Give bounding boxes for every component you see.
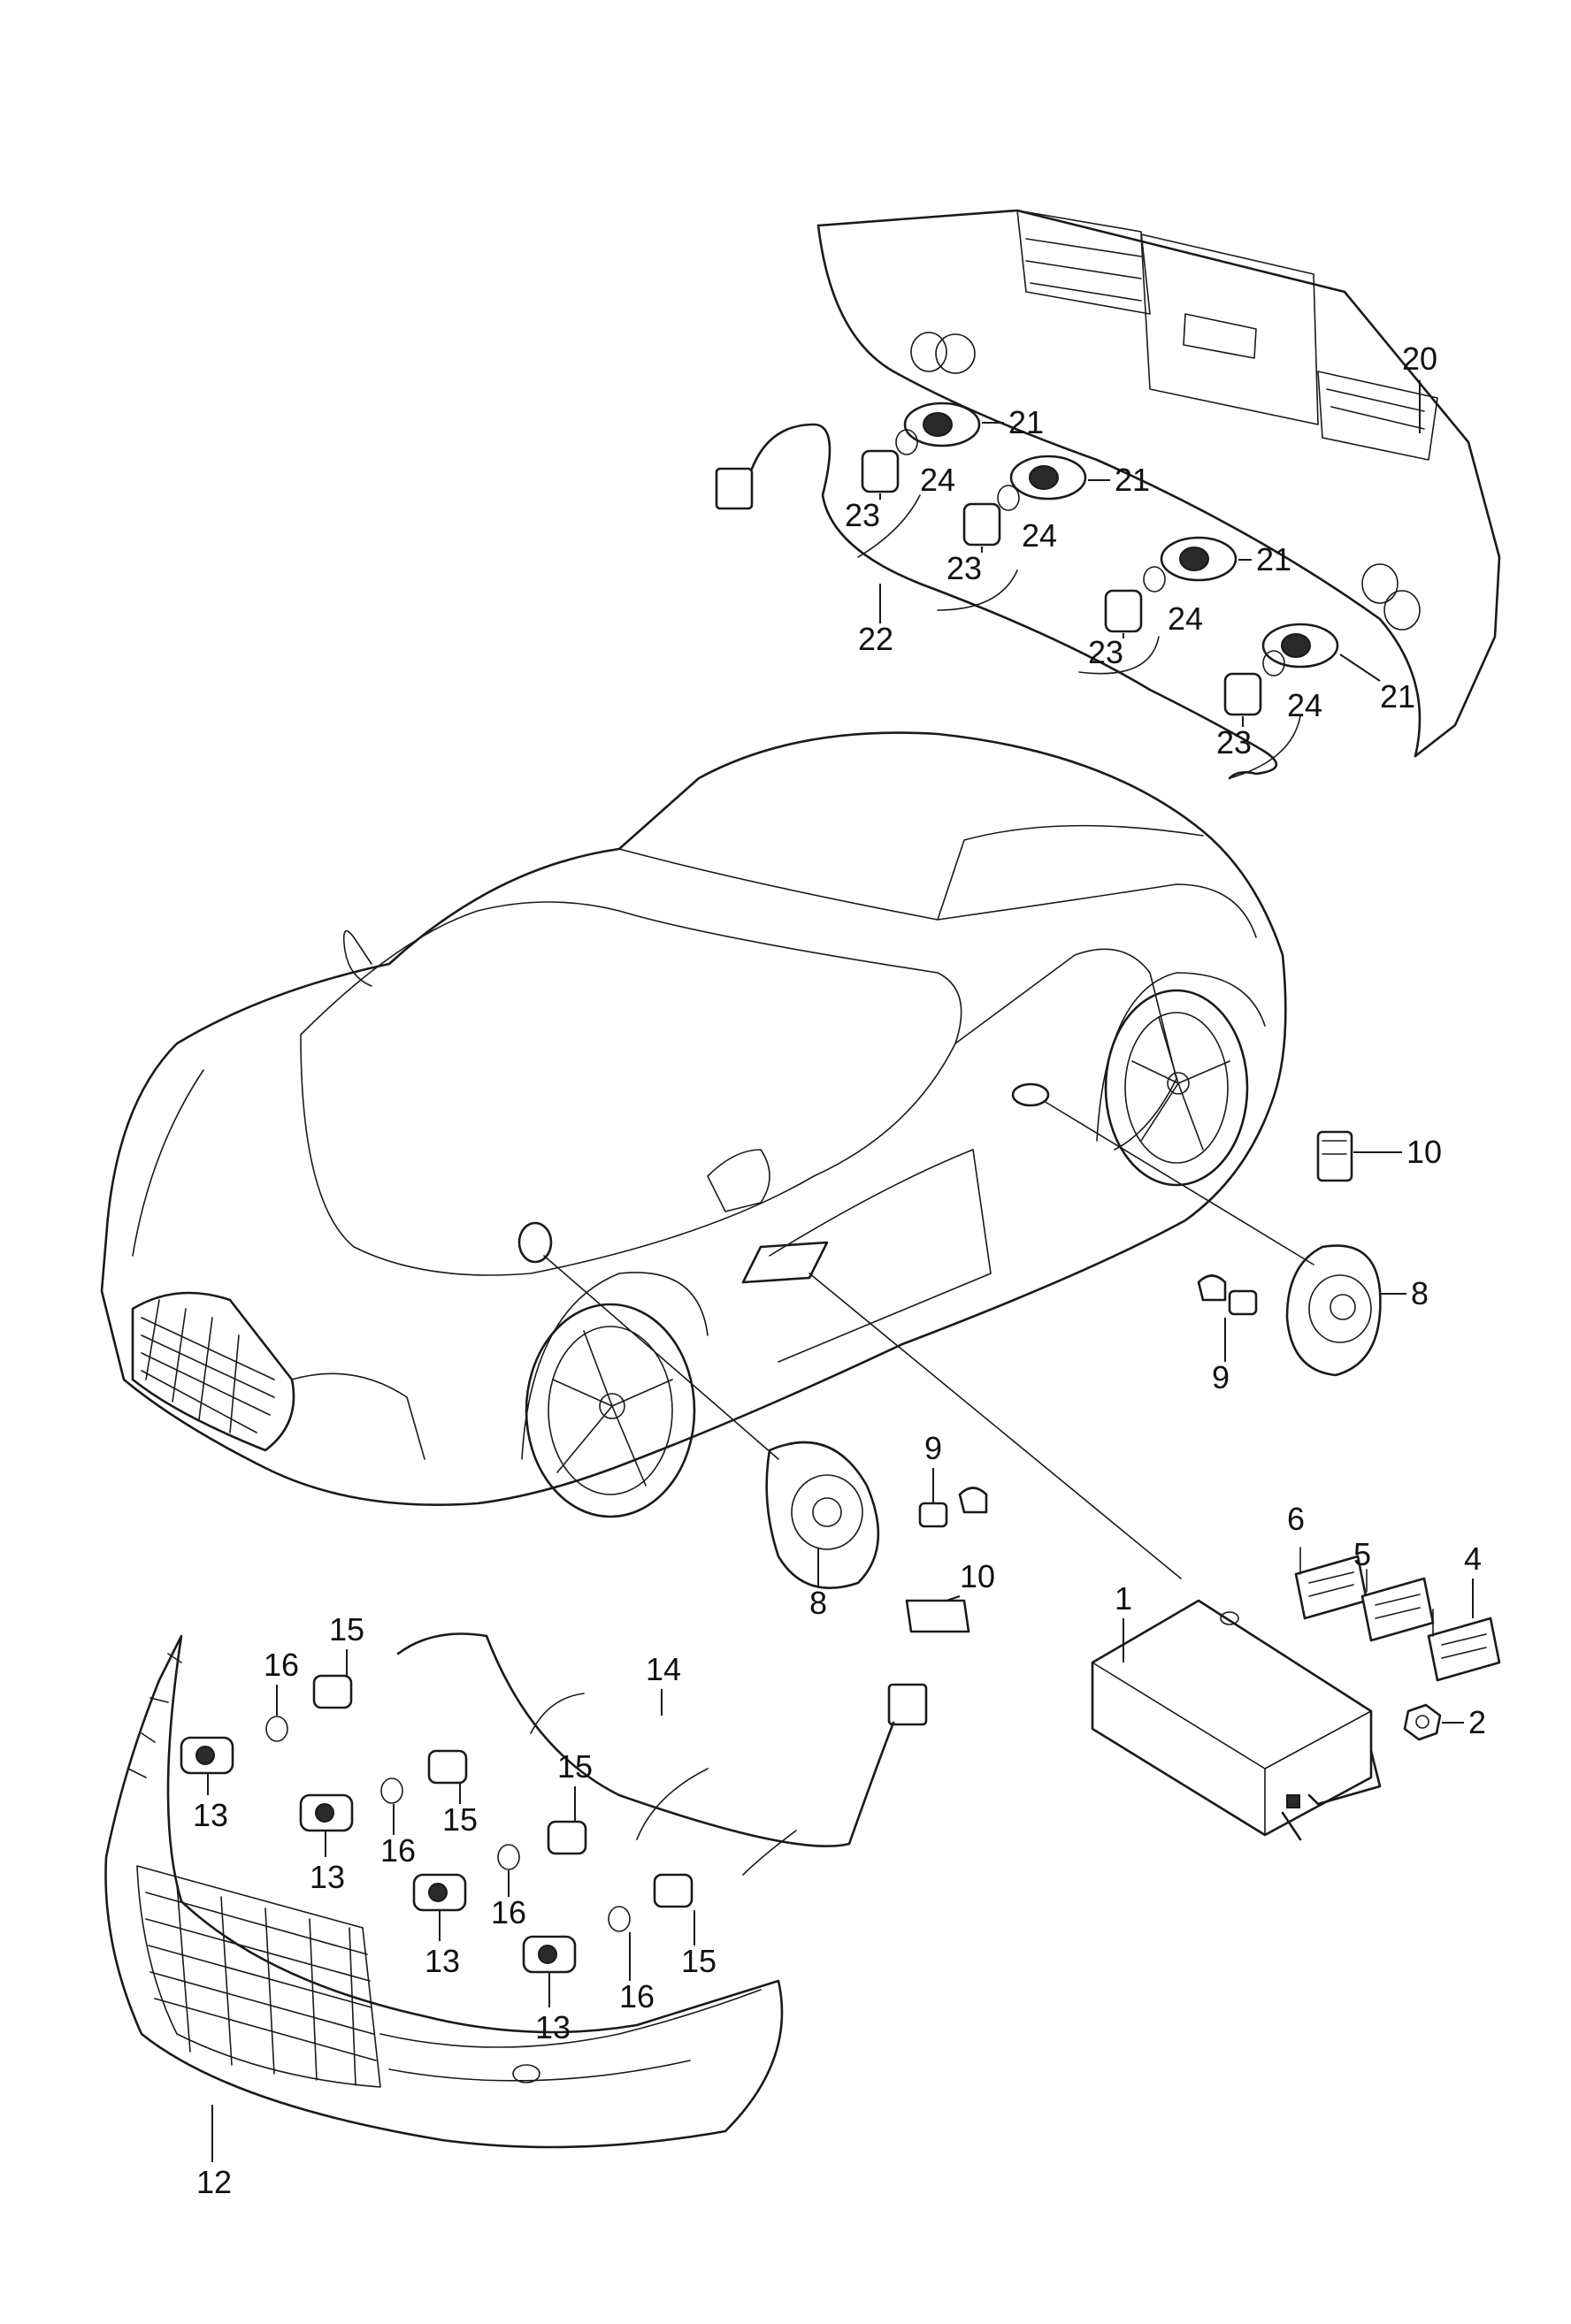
callout-22: 22 xyxy=(858,621,893,657)
control-unit xyxy=(1091,1599,1382,1841)
callout-13: 13 xyxy=(310,1859,345,1895)
callout-13: 13 xyxy=(425,1943,460,1979)
connectors xyxy=(1294,1547,1501,1682)
callout-16: 16 xyxy=(264,1647,299,1683)
callout-23: 23 xyxy=(845,497,880,533)
callout-15: 15 xyxy=(557,1748,593,1785)
callout-21: 21 xyxy=(1256,541,1291,577)
callout-15: 15 xyxy=(442,1801,478,1838)
callout-21: 21 xyxy=(1380,678,1415,715)
callout-15: 15 xyxy=(329,1611,364,1647)
callout-16: 16 xyxy=(619,1978,655,2014)
front-wiring-harness xyxy=(396,1632,928,1876)
callout-10: 10 xyxy=(960,1558,995,1594)
callout-12: 12 xyxy=(196,2164,232,2200)
callout-labels: 20 21 21 21 21 24 24 24 24 23 23 23 23 2… xyxy=(193,340,1486,2200)
callout-6: 6 xyxy=(1287,1501,1305,1537)
callout-24: 24 xyxy=(1168,600,1203,637)
front-wheel xyxy=(525,1303,696,1518)
callout-8: 8 xyxy=(809,1585,827,1621)
callout-14: 14 xyxy=(646,1651,681,1687)
rear-wiring-harness xyxy=(715,423,1301,780)
callout-23: 23 xyxy=(1088,634,1123,670)
callout-24: 24 xyxy=(1287,687,1322,723)
front-sensors xyxy=(180,1674,694,1974)
mounting-nut xyxy=(1403,1703,1442,1741)
car-body xyxy=(100,731,1287,1518)
callout-24: 24 xyxy=(920,462,955,498)
callout-9: 9 xyxy=(1212,1359,1230,1395)
callout-2: 2 xyxy=(1468,1704,1486,1740)
callout-20: 20 xyxy=(1402,340,1437,377)
rear-wheel xyxy=(1104,989,1249,1187)
callout-23: 23 xyxy=(946,550,982,586)
side-sensor-left xyxy=(765,1441,988,1633)
callout-1: 1 xyxy=(1115,1580,1132,1617)
callout-15: 15 xyxy=(681,1943,717,1979)
leader-lines xyxy=(543,1100,1314,1579)
callout-10: 10 xyxy=(1406,1134,1442,1170)
rear-bumper xyxy=(816,209,1501,758)
callout-13: 13 xyxy=(193,1797,228,1833)
callout-21: 21 xyxy=(1008,404,1044,440)
callout-16: 16 xyxy=(380,1832,416,1869)
callout-4: 4 xyxy=(1464,1540,1482,1577)
callout-21: 21 xyxy=(1115,462,1150,498)
sensor-mount-markers xyxy=(517,1082,1050,1284)
callout-9: 9 xyxy=(924,1430,942,1466)
rear-sensors xyxy=(861,401,1339,716)
callout-23: 23 xyxy=(1216,724,1252,761)
callout-13: 13 xyxy=(535,2009,571,2045)
callout-16: 16 xyxy=(491,1894,526,1930)
callout-8: 8 xyxy=(1411,1275,1429,1311)
front-bumper xyxy=(104,1634,784,2149)
callout-24: 24 xyxy=(1022,517,1057,554)
callout-5: 5 xyxy=(1353,1536,1371,1572)
side-sensor-right xyxy=(1197,1130,1382,1377)
